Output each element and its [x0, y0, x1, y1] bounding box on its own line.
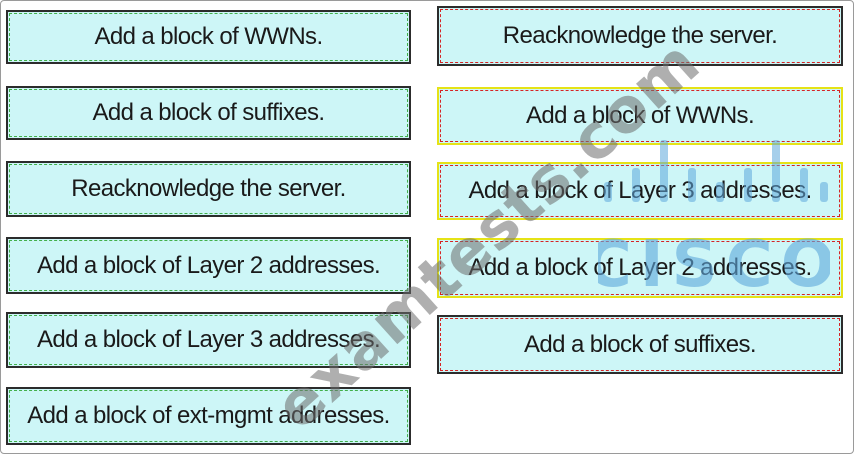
target-slot-1[interactable]: Reacknowledge the server.	[437, 6, 843, 66]
source-item-suffixes[interactable]: Add a block of suffixes.	[6, 86, 411, 140]
source-item-layer3[interactable]: Add a block of Layer 3 addresses.	[6, 312, 411, 368]
source-item-reacknowledge[interactable]: Reacknowledge the server.	[6, 161, 411, 217]
source-item-wwns[interactable]: Add a block of WWNs.	[6, 10, 411, 64]
source-item-layer2[interactable]: Add a block of Layer 2 addresses.	[6, 237, 411, 294]
target-slot-4[interactable]: Add a block of Layer 2 addresses.	[437, 238, 843, 298]
target-slot-3[interactable]: Add a block of Layer 3 addresses.	[437, 162, 843, 220]
target-slot-2[interactable]: Add a block of WWNs.	[437, 87, 843, 145]
target-slot-5[interactable]: Add a block of suffixes.	[437, 315, 843, 374]
source-item-ext-mgmt[interactable]: Add a block of ext-mgmt addresses.	[6, 387, 411, 445]
